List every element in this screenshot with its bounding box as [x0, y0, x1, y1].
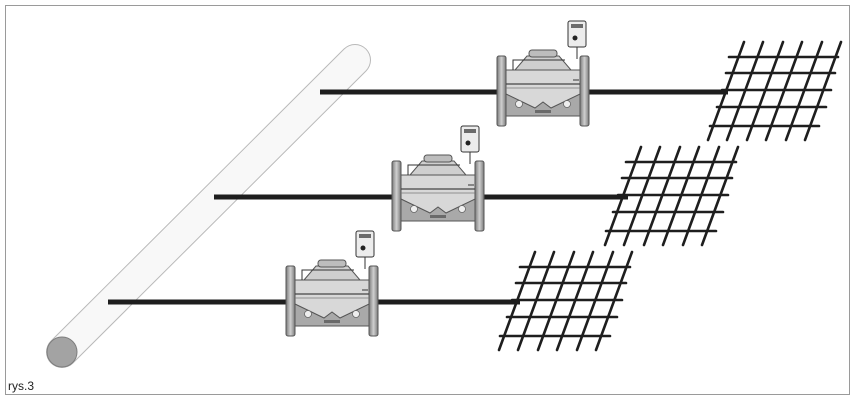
- control-valve-3: [285, 259, 379, 337]
- irrigation-grid-2: [603, 145, 740, 247]
- pipe-end-cap: [46, 336, 78, 368]
- solenoid-controller-1: [567, 20, 587, 60]
- solenoid-controller-2: [460, 125, 480, 165]
- control-valve-1: [496, 49, 590, 127]
- diagram-frame: [5, 5, 850, 395]
- figure-caption: rys.3: [8, 379, 35, 393]
- irrigation-grid-3: [497, 250, 634, 352]
- irrigation-grid-1: [706, 40, 843, 142]
- control-valve-2: [391, 154, 485, 232]
- solenoid-controller-3: [355, 230, 375, 270]
